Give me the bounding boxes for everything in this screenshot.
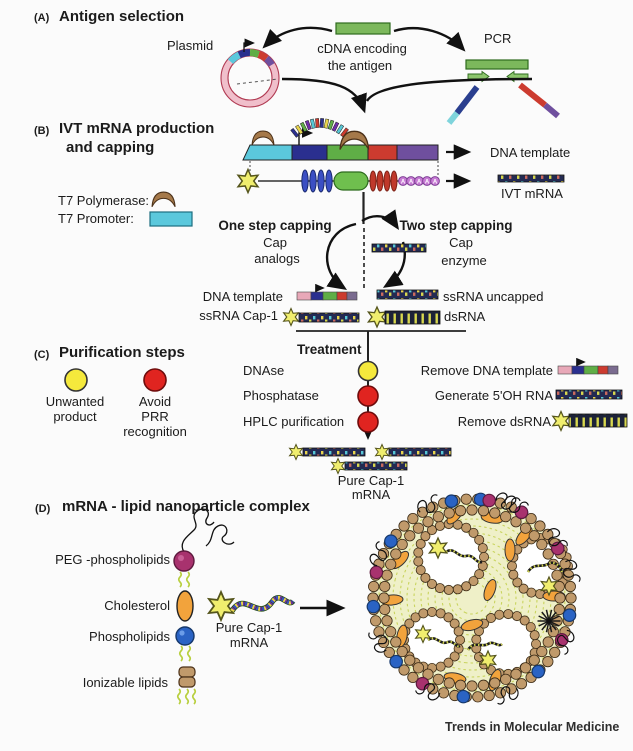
plasmid-icon xyxy=(220,38,280,108)
peg-phospholipid-icon xyxy=(173,508,235,588)
funnel-arrow xyxy=(281,77,533,114)
treatment-header: Treatment xyxy=(297,342,362,357)
panel-b-title-line2: and capping xyxy=(66,139,155,156)
svg-text:A: A xyxy=(401,180,406,186)
t7-promoter-icon xyxy=(149,211,193,227)
capping-cycle-icon xyxy=(325,192,427,290)
svg-text:A: A xyxy=(417,180,422,186)
treatment-dnase-label: DNAse xyxy=(243,363,285,378)
avoid-prr-label-line2: PRR xyxy=(141,409,169,424)
svg-text:A: A xyxy=(409,180,414,186)
product-dsrna-label: dsRNA xyxy=(444,309,486,324)
ionizable-lipids-label: Ionizable lipids xyxy=(82,675,168,690)
product-ssrna-cap1-label: ssRNA Cap-1 xyxy=(199,308,278,323)
ionizable-lipid-icon xyxy=(176,666,197,705)
unwanted-label-line2: product xyxy=(53,409,97,424)
ivt-mrna-label: IVT mRNA xyxy=(501,186,563,201)
dna-template-label: DNA template xyxy=(490,145,571,160)
pure-cap1-label-line2: mRNA xyxy=(351,487,391,502)
plasmid-label: Plasmid xyxy=(167,38,214,53)
phospholipids-label: Phospholipids xyxy=(89,629,170,644)
dna-template-small-icon xyxy=(297,288,357,300)
cap-star-icon xyxy=(367,306,387,328)
antigen-routing-arrows xyxy=(262,26,466,52)
result-generate-5oh-label: Generate 5'OH RNA xyxy=(434,388,553,403)
product-ssrna-uncapped-label: ssRNA uncapped xyxy=(443,289,544,304)
t7-polymerase-icon xyxy=(151,191,176,208)
five-oh-rna-icon xyxy=(555,389,623,400)
result-remove-dna-label: Remove DNA template xyxy=(420,363,553,378)
product-dna-template-label: DNA template xyxy=(202,289,283,304)
ivt-mrna-bar-icon xyxy=(497,174,565,183)
removed-dsrna-icon xyxy=(568,413,628,428)
treatment-line-icon xyxy=(296,330,466,440)
cap-enzyme-rna-icon xyxy=(371,243,427,253)
polya-tail-icon: A A A A A xyxy=(398,176,440,186)
ivt-mrna-strand-icon: A A A A A xyxy=(237,168,440,194)
cdna-label-line2: the antigen xyxy=(327,58,393,73)
peg-phospholipids-label: PEG -phospholipids xyxy=(55,552,170,567)
panel-b-output-arrows xyxy=(446,144,565,189)
cap-star-icon xyxy=(283,307,299,327)
hplc-dot xyxy=(357,411,379,433)
two-step-capping-title: Two step capping xyxy=(399,218,513,233)
ssrna-uncapped-icon xyxy=(376,289,439,300)
avoid-prr-label-line1: Avoid xyxy=(138,394,172,409)
panel-d-tag: (D) xyxy=(35,503,51,515)
cap-star-icon xyxy=(552,410,570,432)
unwanted-label-line1: Unwanted xyxy=(45,394,105,409)
pure-cap1-mrna-label-line1: Pure Cap-1 xyxy=(215,620,283,635)
dnase-dot xyxy=(357,360,379,382)
svg-text:A: A xyxy=(425,180,430,186)
panel-b-tag: (B) xyxy=(34,125,50,137)
cholesterol-icon xyxy=(176,590,194,622)
lipid-nanoparticle-illustration xyxy=(366,492,581,705)
phosphatase-dot xyxy=(357,385,379,407)
avoid-prr-label-line3: recognition xyxy=(123,424,187,439)
unwanted-product-dot xyxy=(64,368,88,392)
result-remove-dsrna-label: Remove dsRNA xyxy=(457,414,551,429)
treatment-hplc-label: HPLC purification xyxy=(243,414,345,429)
purification-legend-icons xyxy=(64,368,167,392)
t7-polymerase-label: T7 Polymerase: xyxy=(58,193,150,208)
treatment-result-icons xyxy=(552,362,628,432)
cdna-label-line1: cDNA encoding xyxy=(317,41,407,56)
journal-brand: Trends in Molecular Medicine xyxy=(445,720,620,734)
t7-promoter-label: T7 Promoter: xyxy=(58,211,134,226)
dna-template-bar-icon xyxy=(242,128,439,176)
two-step-enzyme-label: enzyme xyxy=(441,253,487,268)
cdna-bar-icon xyxy=(335,22,391,35)
pcr-icon xyxy=(446,59,560,125)
svg-text:A: A xyxy=(433,180,438,186)
one-step-analogs-label: analogs xyxy=(254,251,300,266)
pure-mrna-bars-icon xyxy=(289,444,452,474)
one-step-capping-title: One step capping xyxy=(218,218,332,233)
avoid-prr-dot xyxy=(143,368,167,392)
capping-products-icons xyxy=(283,288,441,328)
one-step-cap-label: Cap xyxy=(263,235,287,250)
pure-cap1-mrna-icon xyxy=(207,591,296,621)
dsrna-icon xyxy=(384,310,441,325)
cholesterol-label: Cholesterol xyxy=(104,598,170,613)
panel-d-title: mRNA - lipid nanoparticle complex xyxy=(62,498,310,515)
pure-cap1-label-line1: Pure Cap-1 xyxy=(337,473,405,488)
pcr-label: PCR xyxy=(484,31,512,46)
two-step-cap-label: Cap xyxy=(449,235,473,250)
panel-a-title: Antigen selection xyxy=(59,8,185,25)
removed-dna-template-icon xyxy=(558,362,618,374)
panel-b-title-line1: IVT mRNA production xyxy=(59,120,215,137)
ssrna-cap1-icon xyxy=(298,312,360,323)
phospholipid-icon xyxy=(175,626,195,662)
panel-c-tag: (C) xyxy=(34,349,50,361)
treatment-phosphatase-label: Phosphatase xyxy=(243,388,319,403)
panel-a-tag: (A) xyxy=(34,12,50,24)
pure-cap1-mrna-label-line2: mRNA xyxy=(229,635,269,650)
panel-c-title: Purification steps xyxy=(59,344,185,361)
